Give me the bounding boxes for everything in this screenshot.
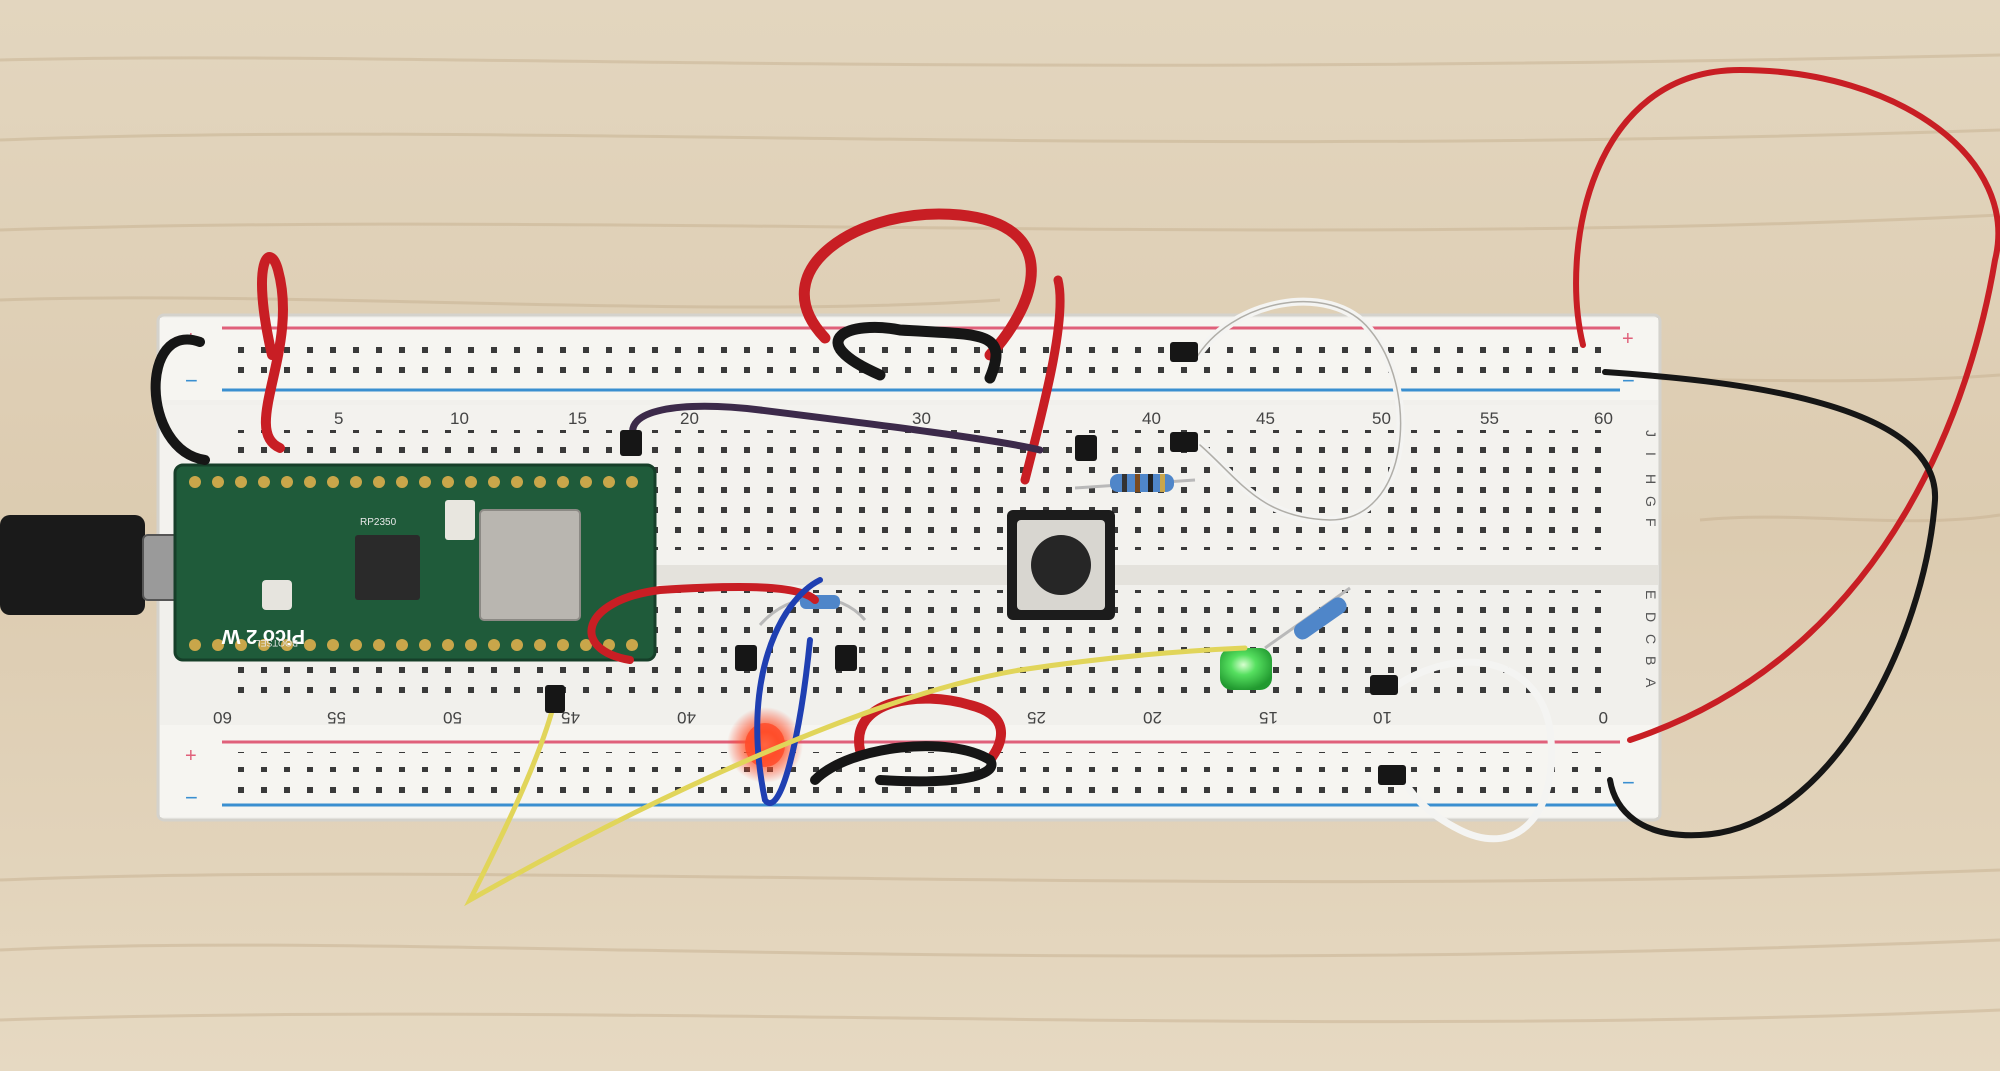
col-num-bottom: 20 bbox=[1143, 708, 1162, 727]
pico-wifi-module bbox=[479, 509, 581, 621]
top-column-numbers: 5 10 15 20 30 40 45 50 55 60 bbox=[334, 409, 1613, 428]
col-num-top: 40 bbox=[1142, 409, 1161, 428]
rail-minus-top-left: − bbox=[185, 368, 198, 393]
pico-header-pins-bottom bbox=[189, 639, 638, 651]
col-num-top: 20 bbox=[680, 409, 699, 428]
wire-blue bbox=[754, 577, 823, 806]
col-num-bottom: 55 bbox=[327, 708, 346, 727]
col-num-bottom: 40 bbox=[677, 708, 696, 727]
col-num-top: 60 bbox=[1594, 409, 1613, 428]
wire-red-left-loop bbox=[257, 252, 288, 453]
row-letter: B bbox=[1643, 656, 1659, 665]
wire-purple bbox=[629, 402, 1044, 454]
led-green bbox=[1220, 648, 1272, 690]
col-num-top: 45 bbox=[1256, 409, 1275, 428]
wire-stub bbox=[735, 645, 757, 671]
top-rail-holes-minus bbox=[225, 360, 1615, 380]
pushbutton-cap bbox=[1031, 535, 1091, 595]
col-num-bottom: 45 bbox=[561, 708, 580, 727]
row-letter: I bbox=[1643, 452, 1659, 456]
pico-header-pins-top bbox=[189, 476, 638, 488]
col-num-top: 15 bbox=[568, 409, 587, 428]
pico-silk-bootsel: BOOTSEL bbox=[255, 638, 298, 648]
col-num-bottom: 15 bbox=[1259, 708, 1278, 727]
led-green-body bbox=[1220, 648, 1272, 690]
wire-stub bbox=[1378, 765, 1406, 785]
row-letter: H bbox=[1643, 474, 1659, 484]
usb-cable-body bbox=[0, 515, 145, 615]
wire-stub bbox=[1170, 432, 1198, 452]
col-num-top: 50 bbox=[1372, 409, 1391, 428]
top-rail-holes-plus bbox=[225, 335, 1615, 355]
wire-red-top-arch bbox=[798, 208, 1037, 361]
wire-red-bottom-arch bbox=[854, 693, 1006, 765]
rail-minus-bottom-left: − bbox=[185, 785, 198, 810]
row-letters-right: J I H G F E D C B A bbox=[1643, 430, 1659, 688]
rail-plus-top-right: + bbox=[1622, 328, 1634, 350]
row-letter: G bbox=[1643, 496, 1659, 507]
col-num-top: 55 bbox=[1480, 409, 1499, 428]
col-num-bottom: 25 bbox=[1027, 708, 1046, 727]
bottom-column-numbers: 60 55 50 45 40 25 20 15 10 0 bbox=[213, 708, 1608, 727]
row-letter: D bbox=[1643, 612, 1659, 622]
wood-grain bbox=[0, 53, 2000, 1024]
col-num-top: 30 bbox=[912, 409, 931, 428]
row-letter: E bbox=[1643, 590, 1659, 599]
wire-red-right-loop bbox=[1573, 66, 2000, 743]
wire-red-vertical bbox=[1020, 275, 1065, 485]
wire-black-top-arch bbox=[832, 322, 1002, 384]
wire-white-bottom bbox=[1386, 658, 1555, 843]
pico-label: Pico 2 W bbox=[222, 625, 305, 647]
wire-black-bottom-arch bbox=[810, 741, 997, 787]
wire-yellow bbox=[464, 645, 1248, 907]
wire-stub bbox=[545, 685, 565, 713]
col-num-top: 10 bbox=[450, 409, 469, 428]
col-num-bottom: 60 bbox=[213, 708, 232, 727]
wire-white-top-edge bbox=[1194, 300, 1402, 521]
pico-rp2350-chip bbox=[355, 535, 420, 600]
pushbutton bbox=[1007, 510, 1115, 620]
pico-connector bbox=[445, 500, 475, 540]
row-letter: J bbox=[1643, 430, 1659, 437]
pico-bootsel-button bbox=[262, 580, 292, 610]
wire-stub bbox=[1075, 435, 1097, 461]
wire-stub bbox=[1370, 675, 1398, 695]
wire-stub bbox=[1170, 342, 1198, 362]
wires bbox=[150, 66, 2000, 907]
row-letter: C bbox=[1643, 634, 1659, 644]
resistor-top bbox=[1074, 474, 1196, 492]
col-num-bottom: 10 bbox=[1373, 708, 1392, 727]
col-num-bottom: 50 bbox=[443, 708, 462, 727]
col-num-top: 5 bbox=[334, 409, 343, 428]
wire-black-left-loop bbox=[150, 334, 210, 465]
pico-2w-board: Pico 2 W BOOTSEL RP2350 bbox=[173, 463, 657, 662]
row-letter: A bbox=[1643, 678, 1659, 688]
bottom-rail-holes-plus bbox=[225, 752, 1615, 772]
wire-black-right-loop bbox=[1602, 369, 1939, 839]
pico-silk-chip: RP2350 bbox=[360, 517, 397, 528]
rail-minus-bottom-right: − bbox=[1622, 770, 1635, 795]
row-letter: F bbox=[1643, 518, 1659, 527]
wire-stub bbox=[620, 430, 642, 456]
resistor-green-led bbox=[1264, 586, 1351, 650]
wire-stub bbox=[835, 645, 857, 671]
wire-red-pico bbox=[587, 583, 819, 664]
rail-plus-bottom-left: + bbox=[185, 745, 197, 767]
col-num-bottom: 0 bbox=[1599, 708, 1608, 727]
